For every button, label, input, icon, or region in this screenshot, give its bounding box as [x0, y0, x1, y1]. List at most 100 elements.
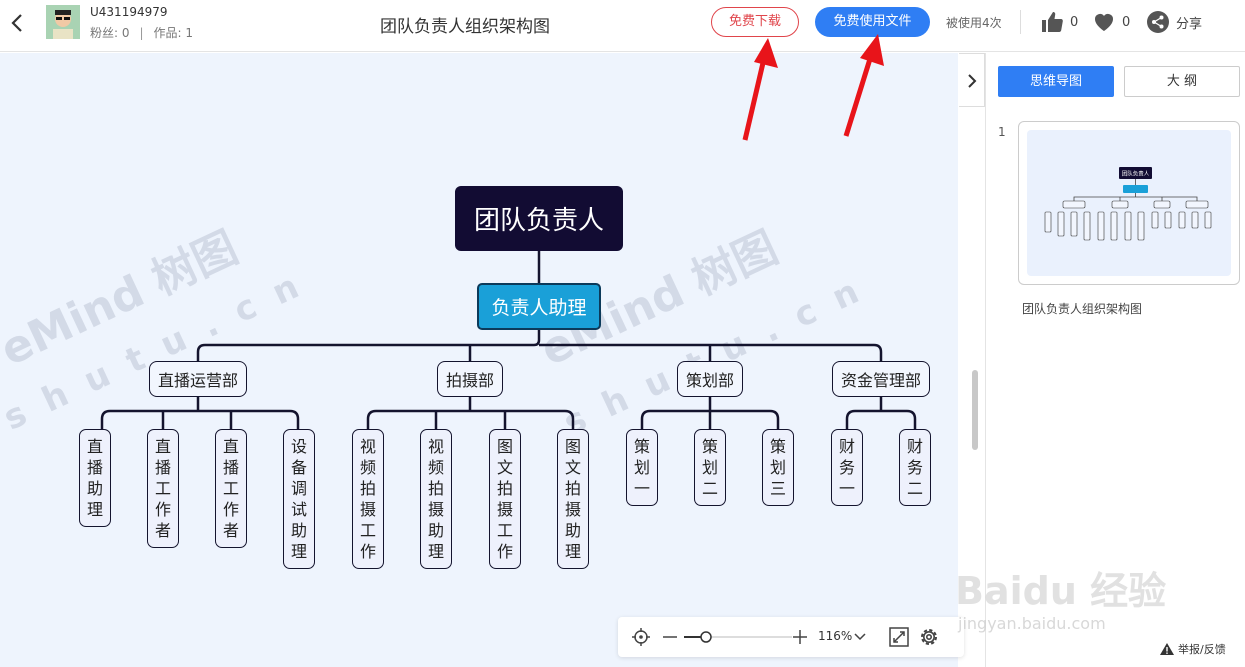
leaf-char: 二	[906, 479, 923, 498]
leaf-char: 作	[222, 500, 239, 519]
zoom-level[interactable]: 116%	[818, 629, 853, 643]
like-button[interactable]: 0	[1040, 9, 1078, 35]
leaf-char: 视	[359, 437, 376, 456]
leaf-char: 工	[222, 479, 239, 498]
chevron-right-icon	[968, 74, 977, 88]
leaf-char: 备	[290, 458, 307, 477]
leaf-char: 播	[154, 458, 171, 477]
leaf-char: 文	[496, 458, 513, 477]
leaf-node[interactable]: 图文拍摄助理	[557, 429, 589, 569]
tab-outline[interactable]: 大 纲	[1124, 66, 1240, 97]
leaf-char: 图	[564, 437, 581, 456]
page-title: 团队负责人组织架构图	[380, 17, 550, 37]
collapse-panel-button[interactable]	[959, 53, 985, 107]
report-feedback-link[interactable]: 举报/反馈	[1160, 641, 1226, 657]
avatar-icon	[46, 5, 80, 39]
page-thumbnail[interactable]: 团队负责人	[1018, 121, 1240, 285]
avatar[interactable]	[46, 5, 80, 39]
leaf-char: 助	[290, 521, 307, 540]
share-icon	[1147, 11, 1169, 33]
leaf-char: 拍	[564, 479, 581, 498]
leaf-char: 直	[154, 437, 171, 456]
leaf-char: 划	[701, 458, 718, 477]
zoom-slider[interactable]	[684, 629, 792, 645]
leaf-char: 拍	[496, 479, 513, 498]
leaf-char: 调	[290, 479, 307, 498]
header-divider	[1020, 10, 1021, 34]
leaf-char: 作	[359, 542, 376, 561]
baidu-watermark: Baidu 经验	[955, 569, 1167, 613]
mindmap-root-node[interactable]: 团队负责人	[455, 186, 623, 251]
free-use-file-button[interactable]: 免费使用文件	[815, 7, 930, 37]
fans-count: 粉丝: 0	[90, 26, 130, 40]
chevron-down-icon[interactable]	[854, 632, 866, 642]
leaf-char: 播	[86, 458, 103, 477]
leaf-char: 者	[154, 521, 171, 540]
gear-icon[interactable]	[918, 626, 940, 648]
leaf-char: 直	[222, 437, 239, 456]
leaf-char: 播	[222, 458, 239, 477]
dept-node-filming[interactable]: 拍摄部	[437, 361, 503, 397]
leaf-node[interactable]: 财务一	[831, 429, 863, 506]
leaf-char: 频	[359, 458, 376, 477]
leaf-node[interactable]: 策划三	[762, 429, 794, 506]
leaf-char: 摄	[496, 500, 513, 519]
fullscreen-icon[interactable]	[889, 627, 909, 647]
leaf-char: 策	[701, 437, 718, 456]
leaf-char: 试	[290, 500, 307, 519]
zoom-out-icon[interactable]	[662, 635, 678, 639]
zoom-in-icon[interactable]	[792, 629, 808, 645]
thumbnail-preview: 团队负责人	[1027, 130, 1231, 276]
leaf-char: 助	[564, 521, 581, 540]
thumbnail-root-label: 团队负责人	[1122, 170, 1150, 178]
used-count: 被使用4次	[946, 16, 1002, 30]
dept-node-planning[interactable]: 策划部	[677, 361, 743, 397]
leaf-node[interactable]: 直播工作者	[147, 429, 179, 548]
leaf-node[interactable]: 视频拍摄工作	[352, 429, 384, 569]
free-download-button[interactable]: 免费下载	[711, 7, 799, 37]
leaf-char: 者	[222, 521, 239, 540]
leaf-node[interactable]: 财务二	[899, 429, 931, 506]
leaf-char: 一	[838, 479, 855, 498]
favorite-count: 0	[1122, 14, 1131, 30]
leaf-node[interactable]: 策划二	[694, 429, 726, 506]
top-header: U431194979 粉丝: 0|作品: 1 团队负责人组织架构图 免费下载 免…	[0, 0, 1245, 52]
leaf-char: 财	[906, 437, 923, 456]
locate-icon[interactable]	[632, 628, 650, 646]
mindmap-assistant-node[interactable]: 负责人助理	[477, 283, 601, 330]
warning-icon	[1160, 643, 1174, 655]
leaf-node[interactable]: 视频拍摄助理	[420, 429, 452, 569]
thumbnail-caption: 团队负责人组织架构图	[1022, 302, 1143, 316]
leaf-char: 工	[496, 521, 513, 540]
user-stats: 粉丝: 0|作品: 1	[90, 24, 193, 41]
back-button[interactable]	[8, 11, 28, 35]
red-arrow-annotation	[843, 34, 884, 137]
leaf-char: 三	[769, 479, 786, 498]
leaf-char: 作	[496, 542, 513, 561]
favorite-button[interactable]: 0	[1092, 9, 1130, 35]
user-name[interactable]: U431194979	[90, 5, 168, 19]
leaf-char: 工	[359, 521, 376, 540]
leaf-node[interactable]: 策划一	[626, 429, 658, 506]
right-panel: 思维导图 大 纲 1 团队负责人	[985, 53, 1245, 667]
leaf-char: 工	[154, 479, 171, 498]
dept-node-finance[interactable]: 资金管理部	[832, 361, 930, 397]
leaf-node[interactable]: 图文拍摄工作	[489, 429, 521, 569]
leaf-node[interactable]: 设备调试助理	[283, 429, 315, 569]
mindmap-canvas[interactable]: eMind 树图 shutu.cn eMind 树图 shutu.cn	[0, 53, 958, 667]
leaf-char: 摄	[359, 500, 376, 519]
leaf-char: 摄	[427, 500, 444, 519]
leaf-char: 二	[701, 479, 718, 498]
canvas-scrollbar[interactable]	[972, 370, 978, 450]
leaf-char: 一	[633, 479, 650, 498]
dept-node-live-ops[interactable]: 直播运营部	[149, 361, 247, 397]
leaf-char: 设	[290, 437, 307, 456]
leaf-char: 财	[838, 437, 855, 456]
leaf-node[interactable]: 直播工作者	[215, 429, 247, 548]
share-button[interactable]: 分享	[1146, 9, 1202, 35]
leaf-char: 作	[154, 500, 171, 519]
tab-mindmap[interactable]: 思维导图	[998, 66, 1114, 97]
leaf-node[interactable]: 直播助理	[79, 429, 111, 527]
share-label: 分享	[1176, 16, 1203, 32]
